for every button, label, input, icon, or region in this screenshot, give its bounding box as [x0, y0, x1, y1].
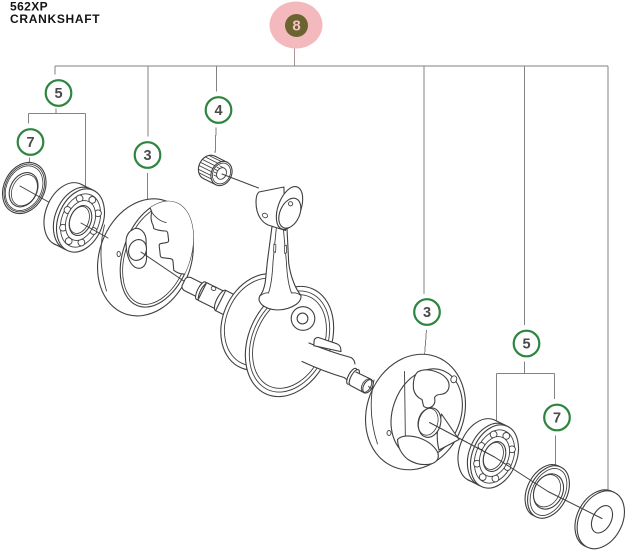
svg-text:8: 8 [292, 18, 300, 35]
svg-text:5: 5 [54, 86, 62, 102]
svg-text:3: 3 [423, 305, 431, 321]
svg-text:7: 7 [26, 135, 34, 151]
svg-text:562XP: 562XP [10, 0, 48, 14]
svg-text:5: 5 [522, 337, 530, 353]
svg-text:3: 3 [143, 148, 151, 164]
svg-text:CRANKSHAFT: CRANKSHAFT [10, 12, 100, 26]
svg-text:7: 7 [553, 411, 561, 427]
svg-text:4: 4 [214, 103, 222, 119]
